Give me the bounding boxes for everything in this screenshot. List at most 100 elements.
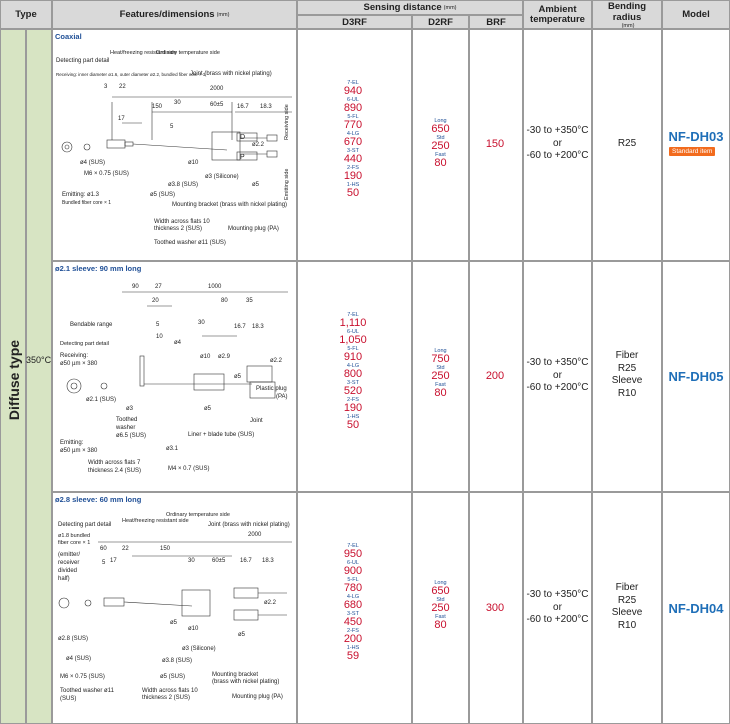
d1-o10-label: ø10 <box>188 160 199 166</box>
row3-d3rf-lvl-5: 2-FS <box>347 628 359 634</box>
d3-ordinary-side-label: Ordinary temperature side <box>166 512 230 518</box>
row3-d3rf-val-3: 680 <box>343 599 363 611</box>
row3-brf-value: 300 <box>485 602 505 614</box>
row3-bending-1: R25 <box>617 594 637 606</box>
row3-d3rf-lvl-4: 3-ST <box>347 611 359 617</box>
header-ambient-label: Ambient temperature <box>530 3 585 25</box>
d3-joint-label: Joint (brass with nickel plating) <box>208 522 290 528</box>
header-model: Model <box>662 0 730 29</box>
header-features-unit: (mm) <box>216 11 230 18</box>
header-ambient: Ambient temperature <box>523 0 592 29</box>
row1-d3rf-lvl-2: 5-FL <box>347 114 359 120</box>
row1-d3rf-val-5: 190 <box>343 170 363 182</box>
d1-emitting2-label: Bundled fiber core × 1 <box>62 200 111 206</box>
type-label-text: Diffuse type <box>6 339 22 421</box>
row3-d2rf-val-2: 80 <box>434 619 447 631</box>
row2-bending-2: Sleeve <box>611 375 643 386</box>
row1-d2rf-lvl-0: Long <box>434 118 447 124</box>
row2-ambient-cell <box>523 261 592 492</box>
d2-o5b-label: ø5 <box>204 406 212 412</box>
d3-flats-label: Width across flats 10 <box>142 688 198 694</box>
row2-ambient: -30 to +350°C or -60 to +200°C <box>523 357 592 395</box>
row2-brf-value: 200 <box>485 370 505 382</box>
row2-d3rf-val-2: 910 <box>343 351 363 363</box>
d3-washer-label: Toothed washer ø11 <box>60 688 115 694</box>
row1-d3rf-lvl-1: 6-UL <box>347 97 359 103</box>
d1-joint-label: Joint (brass with nickel plating) <box>190 71 272 77</box>
row2-d3rf-val-3: 800 <box>343 368 363 380</box>
row2-d2rf-val-1: 250 <box>431 370 450 382</box>
row2-d2rf-lvl-1: Std <box>436 365 445 371</box>
row2-d3rf-lvl-1: 6-UL <box>347 329 359 335</box>
row3-bending-2: Sleeve <box>611 607 643 618</box>
d3-div1-label: (emitter/ <box>58 552 80 558</box>
d1-dim-60: 60±5 <box>210 102 224 108</box>
row1-model-name: NF-DH03 <box>668 129 724 144</box>
header-bending-unit: (mm) <box>621 22 635 29</box>
d1-ordinary-side-label: Ordinary temperature side <box>156 50 220 56</box>
row3-d2rf-val-0: 650 <box>431 585 450 597</box>
d1-o22-label: ø2.2 <box>252 142 265 148</box>
row2-brf-cell <box>469 261 523 492</box>
row3-ambient-2: -60 to +200°C <box>526 614 589 625</box>
d1-detecting-label: Detecting part detail <box>56 58 109 64</box>
d3-bracket-label: Mounting bracket <box>212 672 258 678</box>
d1-o4-label: ø4 (SUS) <box>80 160 105 166</box>
row1-d3rf-val-2: 770 <box>343 119 363 131</box>
row2-d3rf-val-4: 520 <box>343 385 363 397</box>
row3-bending: Fiber R25 Sleeve R10 <box>592 582 662 632</box>
row2-model-name: NF-DH05 <box>668 369 724 384</box>
d2-emitting2-label: ø50 µm × 380 <box>60 448 98 454</box>
header-bending-label: Bending radius <box>608 0 646 23</box>
d3-washer2-label: (SUS) <box>60 696 76 702</box>
d3-dim-30: 30 <box>188 558 195 564</box>
d2-flats-label: Width across flats 7 <box>88 460 141 466</box>
row1-bending-cell <box>592 29 662 261</box>
row2-d3rf-val-5: 190 <box>343 402 363 414</box>
header-d3rf: D3RF <box>297 15 412 29</box>
row2-ambient-1: or <box>553 369 562 381</box>
d1-washer-label: Toothed washer ø11 (SUS) <box>154 240 226 246</box>
d2-o22-label: ø2.2 <box>270 358 283 364</box>
d3-thick-label: thickness 2 (SUS) <box>142 695 190 701</box>
row1-ambient-0: -30 to +350°C <box>526 125 589 136</box>
d2-pa-label: (PA) <box>276 394 288 400</box>
row3-d2rf-lvl-0: Long <box>434 580 447 586</box>
d2-receiving-label: Receiving: <box>60 353 88 359</box>
d1-m6-label: M6 × 0.75 (SUS) <box>84 171 129 177</box>
d3-detecting-label: Detecting part detail <box>58 522 111 528</box>
d3-m6-label: M6 × 0.75 (SUS) <box>60 674 105 680</box>
d2-dim-90: 90 <box>132 284 139 290</box>
d3-dim-2000: 2000 <box>248 532 262 538</box>
row1-standard-badge: Standard item <box>669 147 716 156</box>
d2-o21-label: ø2.1 (SUS) <box>86 397 116 403</box>
d2-m4-label: M4 × 0.7 (SUS) <box>168 466 210 472</box>
row2-bending-cell <box>592 261 662 492</box>
row3-d3rf-lvl-6: 1-HS <box>346 645 360 651</box>
d3-bracket2-label: (brass with nickel plating) <box>212 679 279 685</box>
row1-d3rf-val-0: 940 <box>343 85 363 97</box>
d1-dim-167: 16.7 <box>237 104 249 110</box>
d1-thick-label: thickness 2 (SUS) <box>154 226 202 232</box>
d2-dim-167: 16.7 <box>234 324 246 330</box>
d2-o10-label: ø10 <box>200 354 211 360</box>
row3-ambient: -30 to +350°C or -60 to +200°C <box>523 589 592 627</box>
d2-dim-80: 80 <box>221 298 228 304</box>
d3-bundled-label: ø1.8 bundled <box>58 533 90 539</box>
header-features-label: Features/dimensions <box>119 9 215 20</box>
row2-d3rf-val-6: 50 <box>346 419 360 431</box>
d1-dim-5: 5 <box>170 124 174 130</box>
d2-dim-5: 5 <box>156 322 160 328</box>
d2-dim-27: 27 <box>155 284 162 290</box>
row1-d2rf-lvl-1: Std <box>436 135 445 141</box>
d2-dim-183: 18.3 <box>252 324 264 330</box>
d2-thick-label: thickness 2.4 (SUS) <box>88 468 141 474</box>
d1-dim-183: 18.3 <box>260 104 272 110</box>
d1-receiving-label: Receiving: inner diameter ø1.6, outer di… <box>56 72 206 77</box>
d2-dim-1000: 1000 <box>208 284 222 290</box>
d3-dim-150: 150 <box>160 546 171 552</box>
